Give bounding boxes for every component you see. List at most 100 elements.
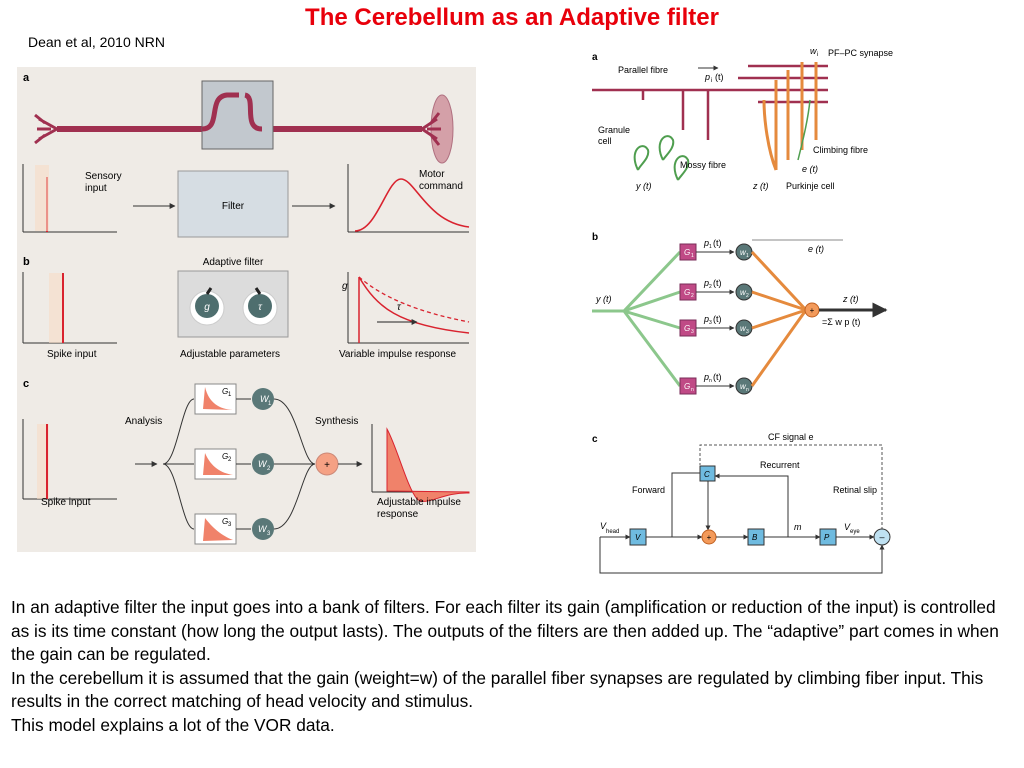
retinal-slip-label: Retinal slip — [833, 485, 877, 495]
z-t-label-a: z (t) — [752, 181, 769, 191]
tau-knob-label: τ — [258, 302, 263, 313]
pf-pc-label: PF–PC synapse — [828, 48, 893, 58]
w2-sub: 2 — [746, 293, 749, 299]
weight-w1-label: W — [260, 394, 270, 404]
m-label: m — [794, 522, 802, 532]
body-paragraph-2: In the cerebellum it is assumed that the… — [11, 667, 984, 712]
axis-g-label: g — [342, 281, 348, 292]
g3-label: G — [684, 324, 690, 333]
weight-w3-label: W — [258, 524, 268, 534]
body-paragraph-3: This model explains a lot of the VOR dat… — [11, 714, 335, 735]
g3-sub: 3 — [691, 329, 694, 335]
granule-cell-label-1: Granule — [598, 125, 630, 135]
c-box-label: C — [704, 470, 710, 479]
w-sub: i — [817, 52, 818, 58]
w1-label: w — [740, 248, 747, 257]
w3-sub: 3 — [746, 329, 749, 335]
v-head-label: V — [600, 521, 607, 531]
weight-w2-label: W — [258, 459, 268, 469]
w-circles: w 1 w 2 w 3 w n — [735, 243, 753, 395]
wn-label: w — [740, 382, 747, 391]
p2-arg: (t) — [713, 278, 722, 288]
wn-sub: n — [746, 387, 749, 393]
filter-g1-sub: 1 — [228, 392, 232, 398]
r-panel-a-letter: a — [592, 52, 598, 63]
panel-a-letter: a — [23, 72, 30, 84]
granule-cells — [633, 135, 690, 181]
impulse-curve-solid — [358, 276, 470, 334]
input-fan — [592, 250, 682, 387]
weight-knobs: W 1 W 2 W 3 — [252, 388, 274, 540]
citation: Dean et al, 2010 NRN — [28, 34, 165, 50]
r-panel-b-letter: b — [592, 232, 598, 243]
filter-g1-label: G — [222, 387, 228, 396]
cf-signal-label: CF signal e — [768, 432, 814, 442]
g1-label: G — [684, 248, 690, 257]
purkinje-dendrites — [762, 62, 818, 171]
mossy-fibre-label: Mossy fibre — [680, 160, 726, 170]
p1-arg: (t) — [713, 238, 722, 248]
w1-sub: 1 — [746, 253, 749, 259]
motor-command-label-1: Motor — [419, 169, 445, 180]
y-t-label-a: y (t) — [635, 181, 652, 191]
pn-sub: n — [709, 378, 712, 384]
pi-sub: i — [711, 78, 712, 84]
sensory-input-label-1: Sensory — [85, 171, 122, 182]
slide-title: The Cerebellum as an Adaptive filter — [305, 4, 719, 31]
w3-label: w — [740, 324, 747, 333]
filter-g2-label: G — [222, 452, 228, 461]
v-eye-sub: eye — [850, 529, 860, 535]
body-paragraph-1: In an adaptive filter the input goes int… — [11, 597, 999, 664]
p-labels: p 1 (t) p 2 (t) p 3 (t) p n (t) — [703, 238, 722, 384]
climbing-fibre-label: Climbing fibre — [813, 145, 868, 155]
variable-impulse-label: Variable impulse response — [339, 349, 457, 360]
p1-sub: 1 — [709, 244, 712, 250]
left-figure: a Sensory input Filter Motor command b S… — [17, 67, 476, 552]
filter-g3-sub: 3 — [228, 522, 232, 528]
v-eye-label: V — [844, 522, 851, 532]
forward-label: Forward — [632, 485, 665, 495]
synthesis-label: Synthesis — [315, 416, 358, 427]
p3-label: p — [703, 314, 709, 324]
parallel-fibre-label: Parallel fibre — [618, 65, 668, 75]
panel-b-letter: b — [23, 256, 30, 268]
motor-response-curve — [354, 178, 470, 232]
sum-node-left-label: + — [324, 460, 330, 471]
recurrent-label: Recurrent — [760, 460, 800, 470]
sum-node-right-label: + — [810, 306, 815, 315]
curve-tau-label: τ — [397, 302, 402, 313]
p2-label: p — [703, 278, 709, 288]
gain-knob-label: g — [204, 302, 210, 313]
w2-label: w — [740, 288, 747, 297]
pi-arg: (t) — [715, 72, 724, 82]
spike-input-label-c: Spike input — [41, 497, 91, 508]
sensory-input-label-2: input — [85, 183, 107, 194]
pn-arg: (t) — [713, 372, 722, 382]
g2-label: G — [684, 288, 690, 297]
left-figure-svg: a Sensory input Filter Motor command b S… — [22, 72, 470, 545]
p3-sub: 3 — [709, 320, 712, 326]
right-figure: a Parallel fibre p i (t) w i PF–PC synap… — [588, 40, 898, 580]
adjustable-impulse-label-1: Adjustable impulse — [377, 497, 461, 508]
g-boxes: G 1 G 2 G 3 G n — [679, 243, 697, 395]
z-t-label-b: z (t) — [842, 294, 859, 304]
adjustable-parameters-label: Adjustable parameters — [180, 349, 280, 360]
purkinje-cell-label: Purkinje cell — [786, 181, 835, 191]
filter-label: Filter — [222, 201, 245, 212]
granule-cell-label-2: cell — [598, 136, 612, 146]
adaptive-filter-label: Adaptive filter — [203, 257, 264, 268]
y-t-label-b: y (t) — [595, 294, 612, 304]
p2-sub: 2 — [709, 284, 712, 290]
spike-input-label-b: Spike input — [47, 349, 97, 360]
b-box-label: B — [752, 533, 758, 542]
g2-sub: 2 — [691, 293, 694, 299]
filter-g2-sub: 2 — [228, 457, 232, 463]
w-label: w — [810, 46, 817, 56]
p3-arg: (t) — [713, 314, 722, 324]
v-box-label: V — [635, 533, 641, 542]
r-panel-c-letter: c — [592, 434, 598, 445]
sum-node-c-label: + — [707, 533, 712, 542]
weight-w2-sub: 2 — [267, 466, 271, 472]
p-box-label: P — [824, 533, 830, 542]
analysis-label: Analysis — [125, 416, 162, 427]
